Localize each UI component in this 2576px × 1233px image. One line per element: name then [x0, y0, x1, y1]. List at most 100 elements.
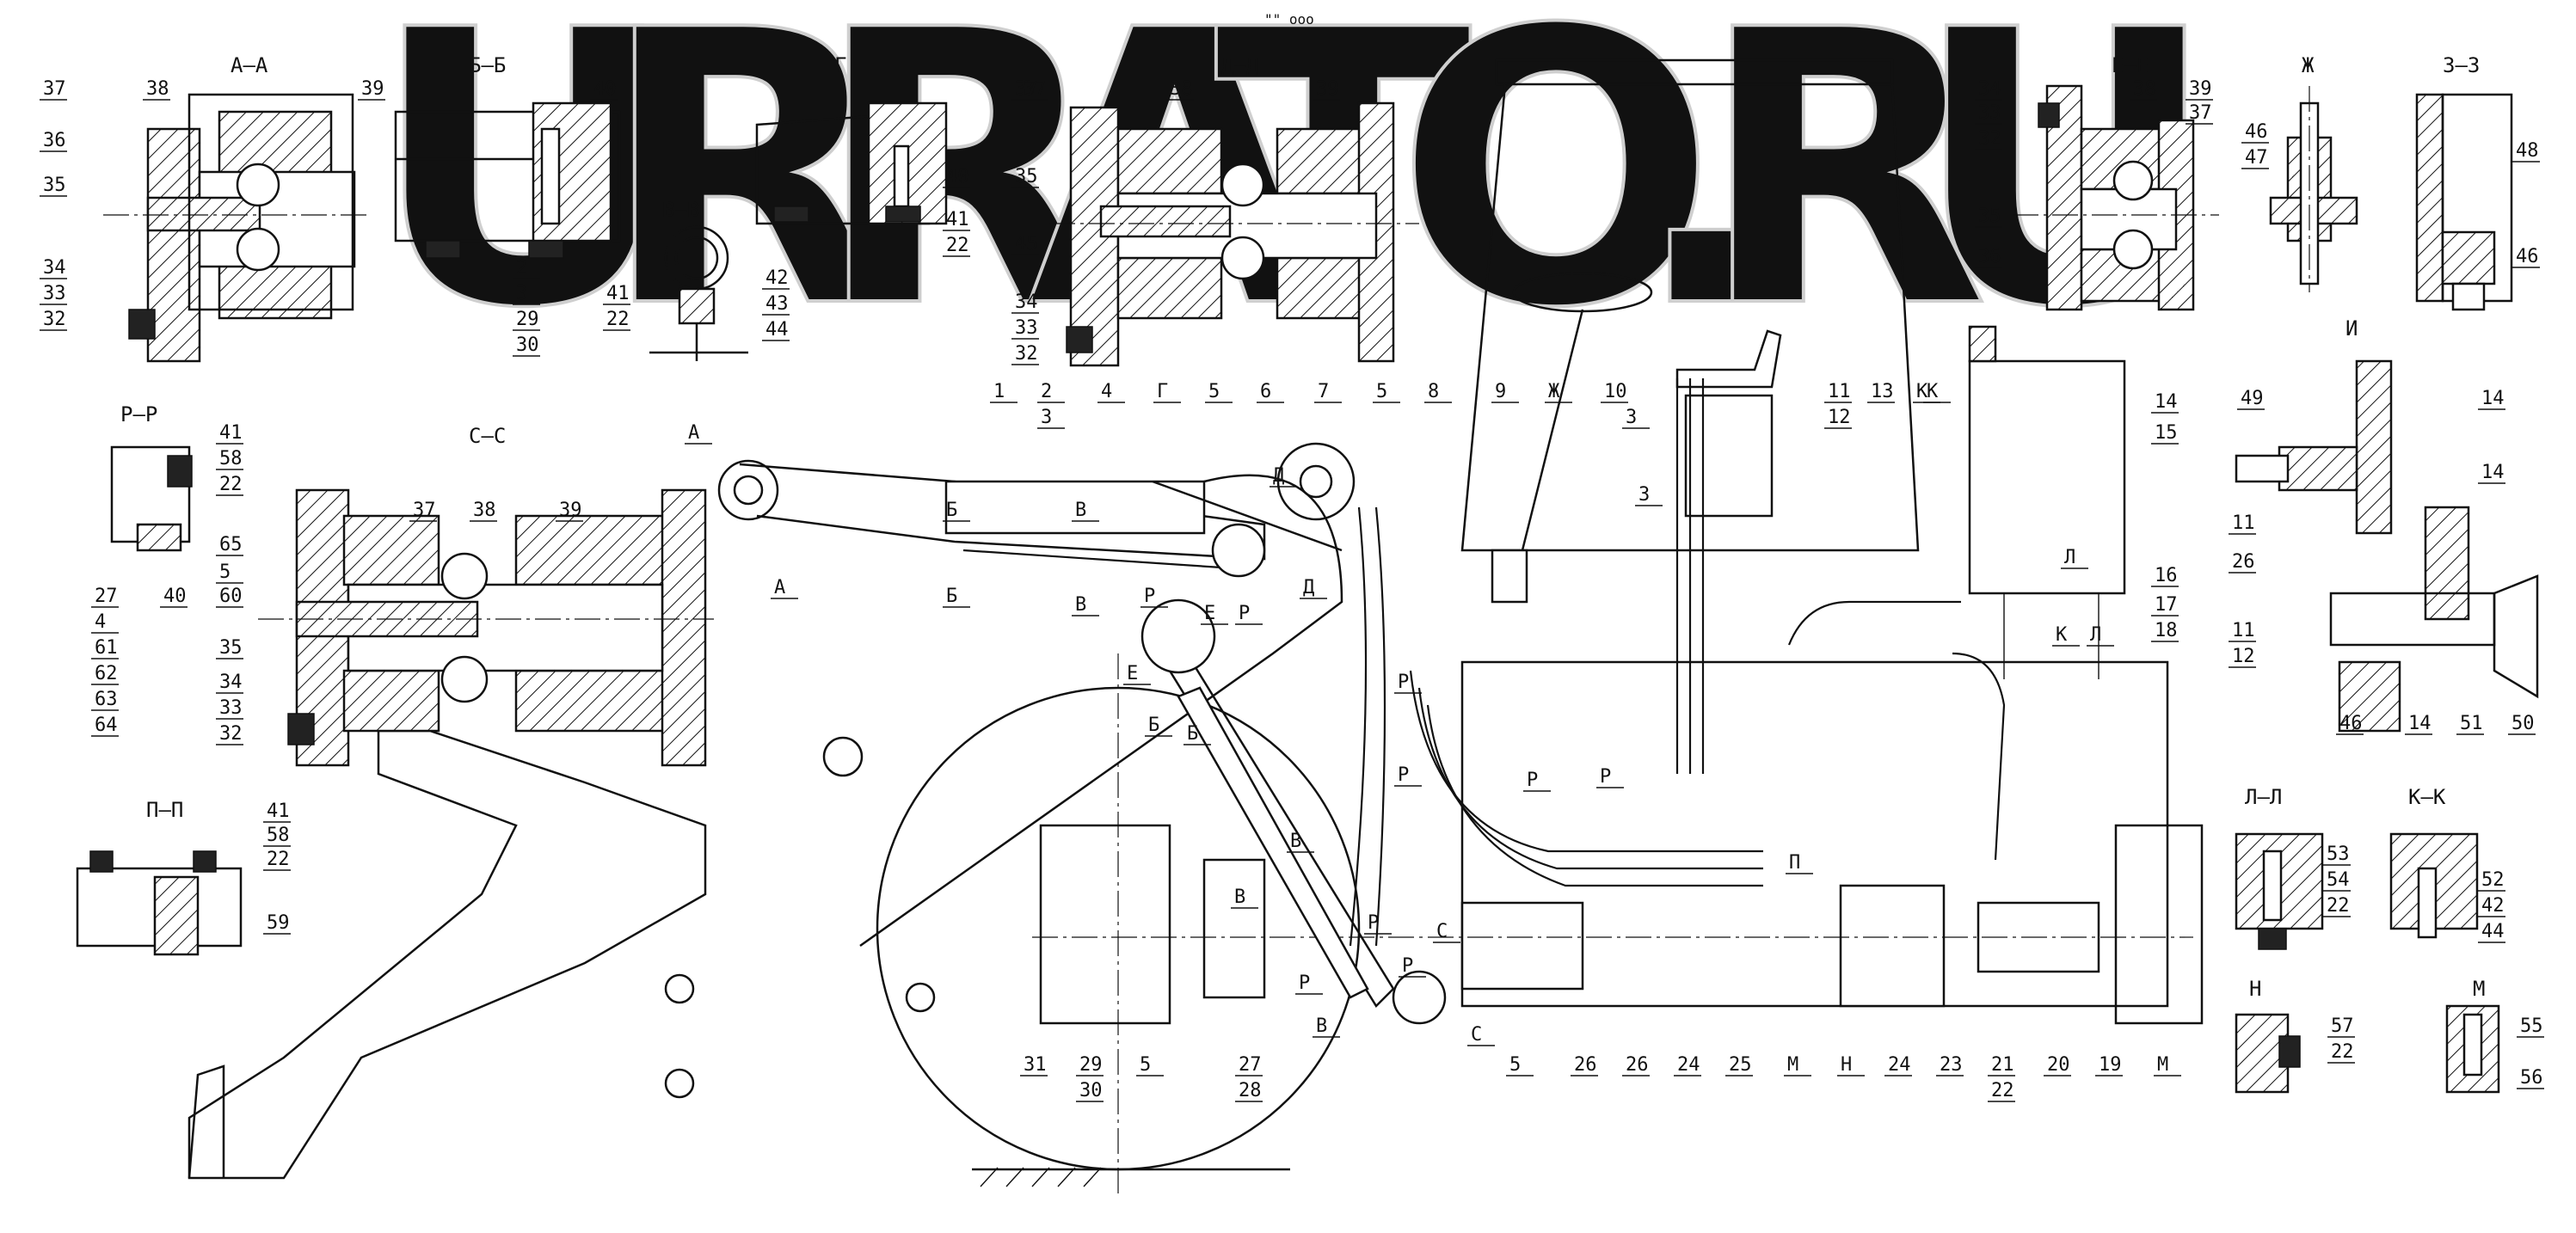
callout-main-top-4: Г	[1157, 381, 1168, 402]
callout-main-top-7: 7	[1318, 381, 1329, 402]
callout-main-marks-13: Р	[1398, 764, 1409, 786]
title-aa: А–А	[231, 53, 268, 77]
callout-main-top-5: 5	[1208, 381, 1220, 402]
callout-main-marks-26: Б	[1187, 723, 1198, 745]
callout-i-8: 14	[2408, 713, 2432, 734]
callout-main-bottom-2: 30	[1079, 1080, 1103, 1101]
callout-main-marks-7: Д	[1303, 577, 1314, 598]
callout-aa-5: 34	[43, 257, 66, 279]
callout-ee-1: 33	[1978, 102, 2001, 124]
callout-aa-0: 37	[43, 78, 66, 100]
callout-pp-2: 22	[267, 849, 290, 870]
callout-pp-1: 58	[267, 825, 290, 846]
section-aa	[103, 93, 370, 363]
callout-main-bottom-1: 29	[1079, 1054, 1103, 1076]
callout-rr-9: 61	[95, 637, 118, 659]
section-vv	[649, 225, 748, 361]
callout-dd-0: 37	[1015, 78, 1038, 100]
callout-ee-5: 37	[2189, 102, 2212, 124]
title-g: Г	[834, 53, 846, 77]
callout-main-marks-22: Л	[2090, 624, 2101, 646]
title-ll: Л–Л	[2245, 785, 2282, 809]
section-n	[2235, 1013, 2301, 1094]
callout-i-0: 14	[2481, 388, 2505, 409]
callout-g-3: 22	[946, 235, 969, 256]
title-vv: В–В	[662, 198, 699, 222]
title-m: М	[2473, 977, 2485, 1001]
callout-zz-0: 48	[2516, 140, 2539, 162]
callout-dd-5: 34	[1015, 291, 1038, 313]
callout-dd-7: 32	[1015, 343, 1038, 365]
callout-main-top-10: 9	[1495, 381, 1506, 402]
callout-main-bottom-10: 25	[1729, 1054, 1752, 1076]
callout-main-marks-1: А	[774, 577, 785, 598]
callout-main-bottom-5: 28	[1239, 1080, 1262, 1101]
callout-dd-6: 33	[1015, 317, 1038, 339]
callout-ee-0: 34	[1978, 78, 2001, 100]
callout-rr-11: 63	[95, 689, 118, 710]
callout-rr-5: 60	[219, 586, 243, 607]
callout-rr-0: 41	[219, 422, 243, 444]
callout-rr-8: 4	[95, 611, 106, 633]
callout-main-top-12: 10	[1604, 381, 1627, 402]
callout-vv-2: 44	[765, 319, 789, 340]
callout-g-1: 40	[946, 166, 969, 187]
callout-rr-1: 58	[219, 448, 243, 469]
callout-ll-1: 54	[2327, 869, 2350, 891]
callout-main-marks-24: В	[1234, 886, 1245, 908]
section-m	[2445, 1004, 2500, 1094]
title-i: И	[2345, 316, 2358, 340]
callout-main-marks-0: А	[688, 422, 699, 444]
section-pp	[76, 850, 243, 956]
callout-main-top-15: 11	[1828, 381, 1851, 402]
callout-bb-6: 22	[606, 309, 630, 330]
callout-rr-4: 5	[219, 561, 231, 583]
callout-ee-7: 36	[1978, 246, 2001, 267]
section-i	[2235, 359, 2539, 733]
callout-main-bottom-18: 19	[2099, 1054, 2122, 1076]
section-ll	[2235, 832, 2324, 950]
callout-main-marks-9: Е	[1204, 603, 1215, 624]
callout-main-marks-5: В	[1075, 594, 1086, 616]
callout-ll-0: 53	[2327, 843, 2350, 865]
section-zz	[2415, 93, 2513, 311]
callout-main-marks-2: Б	[946, 500, 957, 521]
callout-main-bottom-14: 23	[1940, 1054, 1963, 1076]
callout-main-bottom-13: 24	[1888, 1054, 1911, 1076]
callout-main-top-17: 13	[1871, 381, 1894, 402]
callout-n-1: 22	[2331, 1041, 2354, 1063]
callout-main-top-21: 16	[2155, 565, 2178, 586]
callout-main-bottom-6: 5	[1509, 1054, 1521, 1076]
title-bb: Б–Б	[469, 53, 506, 77]
callout-main-top-20: 15	[2155, 422, 2178, 444]
callout-main-bottom-3: 5	[1140, 1054, 1151, 1076]
callout-ll-2: 22	[2327, 895, 2350, 917]
callout-main-marks-27: В	[1316, 1015, 1327, 1037]
callout-dd-3: 35	[1015, 166, 1038, 187]
callout-main-marks-19: К	[1916, 381, 1928, 402]
callout-main-top-18: К	[1927, 381, 1939, 402]
callout-main-marks-14: Р	[1527, 770, 1538, 791]
section-rr	[110, 445, 193, 552]
section-kk	[2389, 832, 2479, 939]
callout-main-top-6: 6	[1260, 381, 1271, 402]
callout-vv-1: 43	[765, 293, 789, 315]
title-zh: Ж	[2302, 53, 2315, 77]
callout-zh-0: 46	[2245, 121, 2268, 143]
callout-ss-3: 35	[219, 637, 243, 659]
callout-i-10: 50	[2511, 713, 2535, 734]
callout-main-marks-20: Л	[2064, 547, 2075, 568]
callout-main-marks-17: С	[1471, 1024, 1482, 1046]
callout-n-0: 57	[2331, 1015, 2354, 1037]
callout-bb-4: 30	[516, 334, 539, 356]
callout-rr-3: 65	[219, 534, 243, 555]
callout-main-bottom-0: 31	[1024, 1054, 1047, 1076]
callout-i-2: 11	[2232, 512, 2255, 534]
callout-aa-7: 32	[43, 309, 66, 330]
callout-bb-1: 2	[516, 257, 527, 279]
callout-main-top-11: Ж	[1548, 381, 1560, 402]
callout-main-marks-6: Д	[1273, 465, 1284, 487]
callout-main-bottom-16: 22	[1991, 1080, 2014, 1101]
callout-aa-4: 35	[43, 175, 66, 196]
